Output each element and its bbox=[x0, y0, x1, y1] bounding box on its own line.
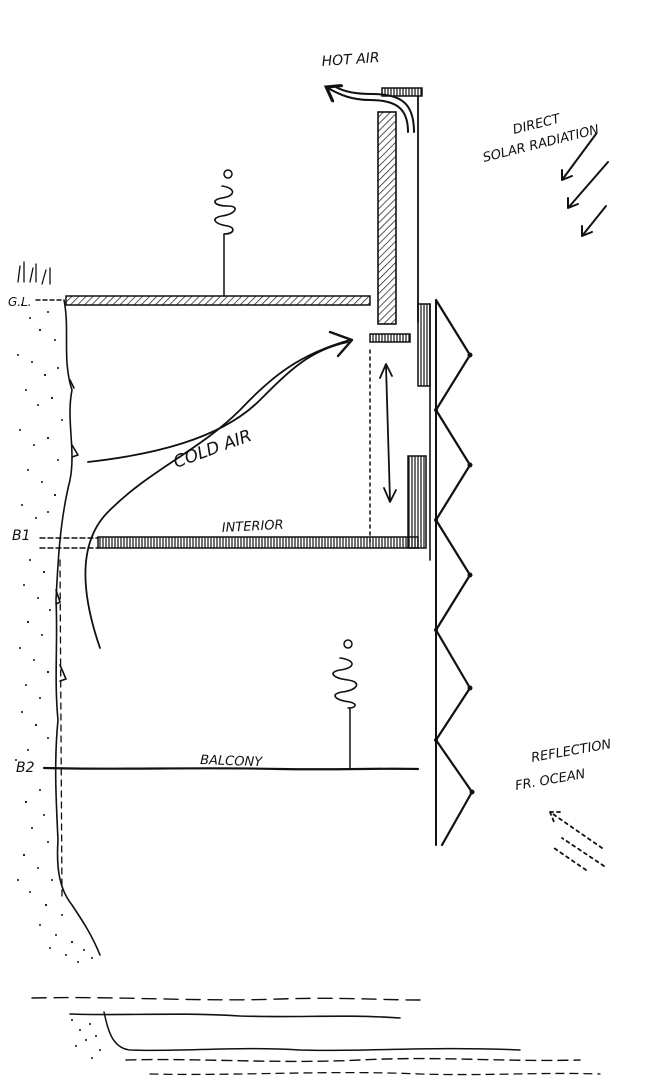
cliff-earth bbox=[15, 261, 101, 963]
cliff-stipple bbox=[15, 304, 93, 963]
solar-ray-2 bbox=[567, 161, 609, 209]
hot-air-text: HOT AIR bbox=[321, 50, 380, 70]
b1-label: B1 bbox=[12, 528, 31, 544]
solar-ray-1 bbox=[561, 133, 597, 181]
tree-symbol-upper bbox=[214, 169, 236, 297]
interior-slab bbox=[97, 536, 419, 549]
b1-level: B1 INTERIOR bbox=[12, 518, 419, 549]
chimney-cap bbox=[381, 87, 423, 97]
solar-chimney bbox=[328, 85, 423, 343]
vertical-air-arrow bbox=[369, 349, 397, 546]
hot-air-arrow-double bbox=[333, 85, 415, 133]
ocean-water bbox=[31, 996, 601, 1076]
cold-air-arrowhead bbox=[328, 330, 354, 358]
truss-zigzag bbox=[434, 298, 474, 847]
reflection-arrows bbox=[549, 811, 605, 871]
hot-air-arrow bbox=[328, 88, 409, 133]
balcony-text: BALCONY bbox=[200, 753, 264, 770]
hot-air-label: HOT AIR bbox=[321, 50, 380, 70]
fr-ocean-text: FR. OCEAN bbox=[514, 767, 587, 794]
solar-rays bbox=[561, 133, 609, 237]
cold-air-upper-curve bbox=[87, 341, 349, 463]
cold-air-lower-curve bbox=[84, 339, 351, 649]
interior-text: INTERIOR bbox=[221, 518, 284, 536]
balcony-slab bbox=[42, 766, 420, 771]
chimney-vent bbox=[369, 333, 411, 343]
solar-ray-3 bbox=[581, 205, 607, 237]
reflection-label: REFLECTION FR. OCEAN bbox=[514, 737, 613, 794]
facade-structure bbox=[407, 298, 475, 847]
chimney-wall bbox=[377, 111, 397, 325]
tree-symbol-lower bbox=[332, 639, 358, 769]
b2-level: B2 BALCONY bbox=[16, 753, 420, 776]
reflection-text: REFLECTION bbox=[530, 737, 613, 766]
facade-louver-lower bbox=[407, 455, 427, 549]
facade-louver-upper bbox=[417, 303, 431, 387]
b2-label: B2 bbox=[16, 760, 35, 776]
cold-air-flow: COLD AIR bbox=[84, 330, 354, 649]
direct-solar-label: DIRECT SOLAR RADIATION bbox=[481, 111, 601, 165]
roof-slab bbox=[65, 295, 371, 306]
gl-level: G.L. bbox=[8, 295, 371, 309]
gl-label: G.L. bbox=[8, 295, 32, 309]
